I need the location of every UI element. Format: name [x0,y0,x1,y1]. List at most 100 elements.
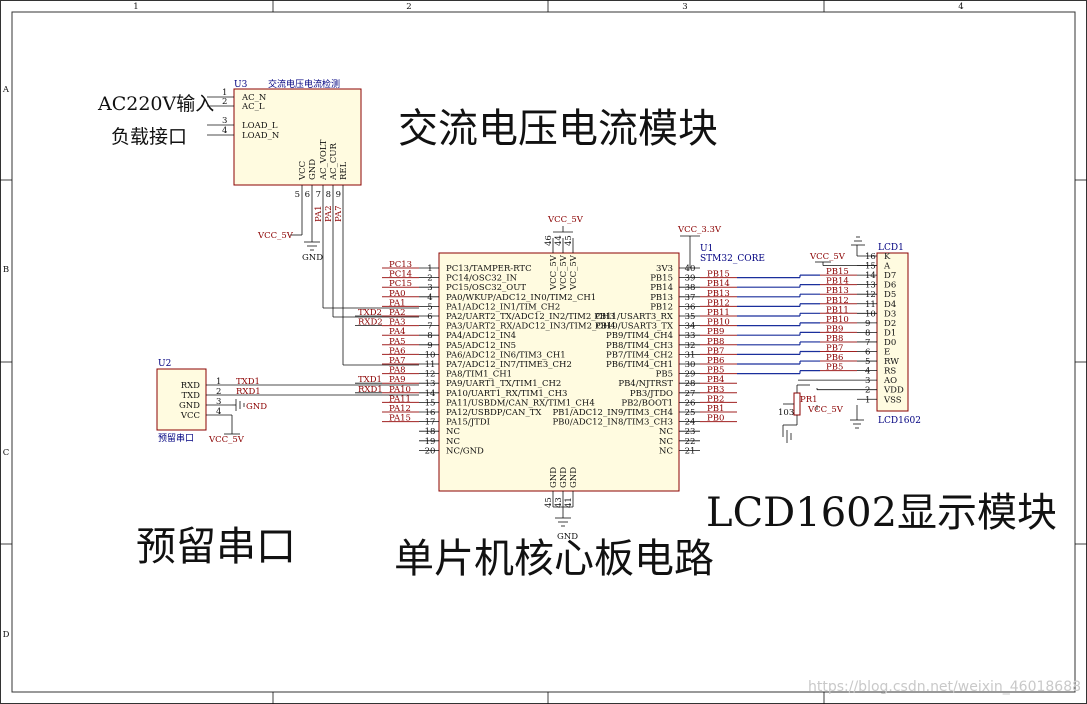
u1-pin-name: NC/GND [446,446,484,456]
lcd-pin-name: VDD [883,386,904,396]
u2-ref: U2 [158,359,171,369]
u1-pin-num: 14 [425,389,436,399]
lcd-pin-num: 8 [865,328,870,338]
u1-net-label: PB15 [707,270,730,280]
u1-pin-num: 33 [685,331,696,341]
lcd-pin-num: 1 [865,395,870,405]
lcd-module-title: LCD1602显示模块 [706,490,1057,536]
u1-pin-name: PA0/WKUP/ADC12_IN0/TIM2_CH1 [446,293,596,303]
u1-pin-num: 9 [427,341,432,351]
u1-pin-num: 31 [685,350,696,360]
u3-pin-num: 3 [222,116,227,126]
lcd-pin-name: D0 [884,338,896,348]
u1-ref: U1 [700,244,713,254]
ac-input-label: AC220V输入 [97,93,214,115]
u1-pin-name: PA1/ADC12_IN1/TIM_CH2 [446,302,560,312]
u1-pin-num: 18 [425,427,436,437]
u1-net-label: PB12 [707,298,730,308]
u1-ext-label: TXD1 [358,375,382,385]
u1-pin-num: 40 [685,264,696,274]
u3-name: 交流电压电流检测 [268,78,340,90]
u2-pin-name: VCC [180,411,200,421]
u1-net-label: PB14 [707,279,730,289]
pot-value: 103 [778,408,794,418]
u1-vcc33-label: VCC_3.3V [677,225,722,235]
u1-net-label: PA2 [389,308,406,318]
u1-pin-num: 26 [685,398,696,408]
lcd-pin-num: 15 [865,262,876,272]
u1-pin-name: PA15/JTDI [446,418,490,428]
lcd-vcc-label: VCC_5V [809,252,846,262]
u3-pin-name: AC_L [241,102,265,112]
u1-pin-name: PB3/JTDO [630,389,673,399]
u1-pin-name: PA6/ADC12_IN6/TIM3_CH1 [446,350,566,360]
core-board-title: 单片机核心板电路 [394,536,714,582]
u2-serial-header: U2 预留串口 [156,359,207,444]
lcd-pin-name: D5 [884,290,896,300]
lcd-pin-name: D7 [884,271,896,281]
u1-net-label: PB9 [707,327,724,337]
u1-pin-name: PB9/TIM4_CH4 [606,331,673,341]
u2-pin-name: TXD [181,391,200,401]
u1-pin-num: 24 [685,418,696,428]
u1-pin-name: PC15/OSC32_OUT [446,283,526,293]
row-label: A [2,85,10,95]
u1-pin-num: 34 [685,322,696,332]
u2-pin-num: 2 [216,387,221,397]
u1-pin-num: 7 [427,322,432,332]
u1-pin-name: PA4/ADC12_IN4 [446,331,516,341]
u1-ext-label: RXD1 [358,385,383,395]
lcd-net-label: PB12 [826,296,849,306]
u1-pin-name: PA12/USBDP/CAN_TX [446,408,542,418]
u1-stm32-core: U1 STM32_CORE [438,244,765,492]
u1-pin-num: 12 [425,370,436,380]
u1-pin-num: 17 [425,418,436,428]
u1-pin-name: GND [559,467,569,488]
u1-pin-name: PB13 [650,293,673,303]
lcd-net-label: PB14 [826,277,849,287]
lcd-pin-num: 14 [865,271,876,281]
u2-net-label: RXD1 [236,387,261,397]
u1-pin-num: 21 [685,446,696,456]
u1-pin-name: PB12 [650,302,673,312]
inner-border [11,11,1076,693]
u2-pin-num: 3 [216,397,221,407]
u1-vcc5-label: VCC_5V [547,215,584,225]
u1-pin-name: PB4/NJTRST [618,379,673,389]
lcd-ref: LCD1 [878,243,904,253]
u1-net-label: PB7 [707,346,724,356]
watermark: https://blog.csdn.net/weixin_46018688 [808,679,1081,695]
u1-pin-name: PB7/TIM4_CH2 [606,350,673,360]
u1-pin-num: 2 [427,274,432,284]
u1-pin-name: PB11/USART3_RX [594,312,674,322]
u3-ref: U3 [234,80,248,90]
u1-pin-num: 27 [685,389,696,399]
u1-pin-name: NC [659,446,673,456]
lcd-pin-num: 7 [865,338,870,348]
u1-pin-name: PB8/TIM4_CH3 [606,341,673,351]
row-label: D [3,630,10,640]
u1-net-label: PA11 [389,394,411,404]
u1-pin-name: NC [659,437,673,447]
row-label: C [3,448,10,458]
lcd-pin-num: 10 [865,309,876,319]
lcd-net-label: PB6 [826,353,843,363]
u1-pin-num: 16 [425,408,436,418]
u1-pin-num: 45 [544,497,554,508]
u3-gnd-label: GND [302,253,323,263]
lcd-pin-name: E [884,348,890,358]
u1-pin-num: 8 [427,331,432,341]
u1-gnd-label: GND [557,532,578,542]
lcd-pin-name: RS [884,367,896,377]
u1-pin-name: PB10/USART3_TX [595,322,674,332]
u1-net-label: PA3 [389,318,406,328]
lcd-pin-num: 4 [865,367,870,377]
u1-pin-num: 5 [427,302,432,312]
u1-pin-name: PA5/ADC12_IN5 [446,341,516,351]
u3-pin-name: LOAD_L [242,121,278,131]
lcd-pin-num: 16 [865,252,876,262]
u1-pin-num: 32 [685,341,696,351]
u1-pin-num: 22 [685,437,696,447]
u1-net-label: PB1 [707,404,724,414]
lcd-pin-num: 9 [865,319,870,329]
